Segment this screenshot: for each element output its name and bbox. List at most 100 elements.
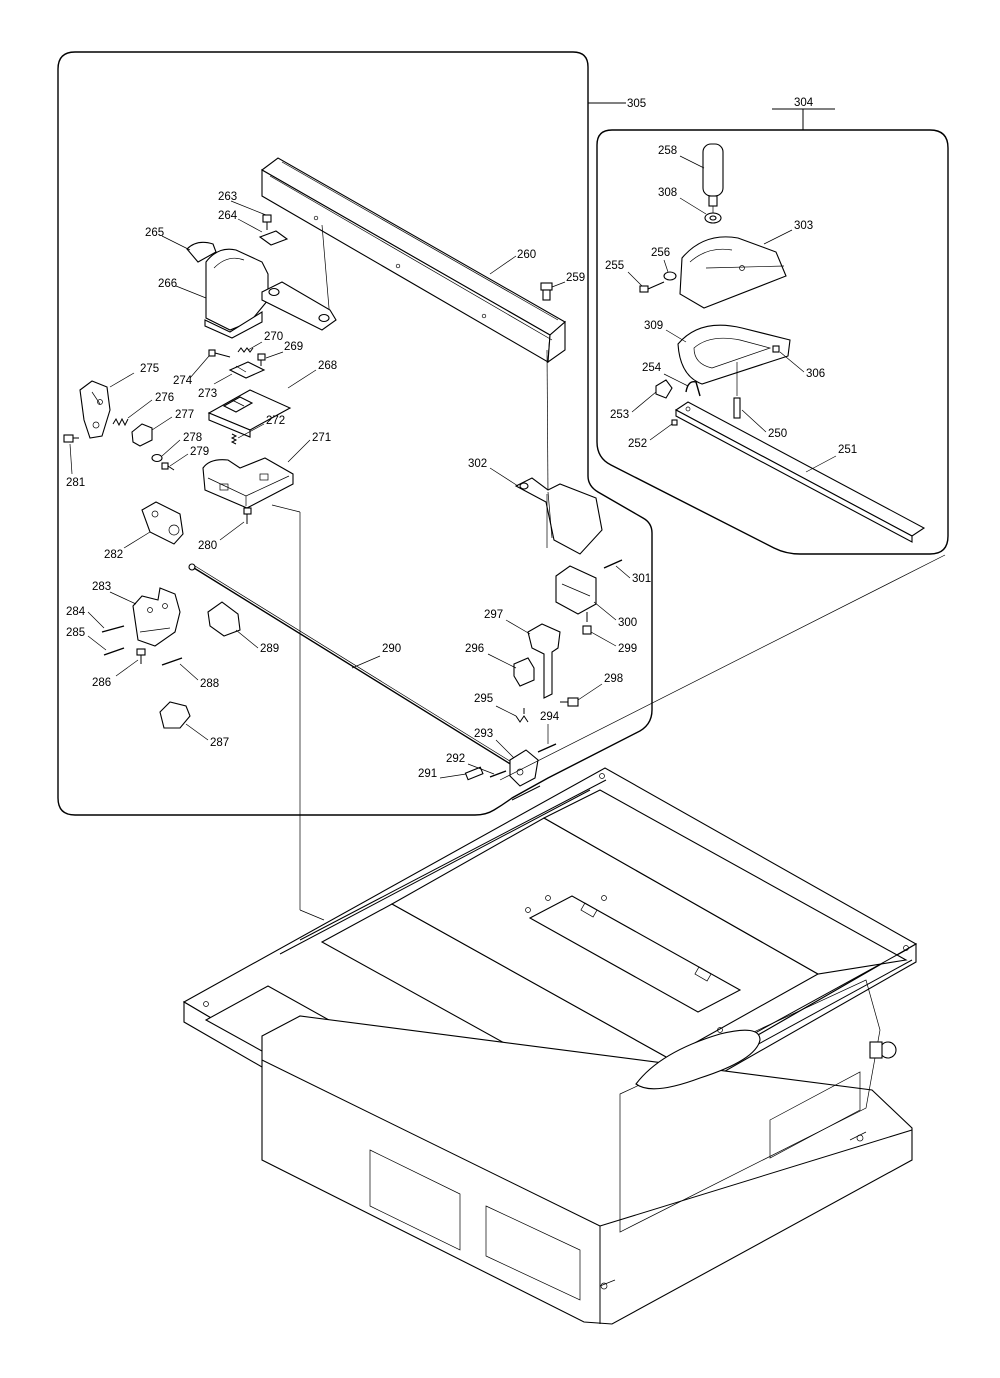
part-label-293: 293 bbox=[474, 728, 493, 740]
knob-296 bbox=[513, 657, 535, 687]
part-label-253: 253 bbox=[610, 409, 629, 421]
part-label-302: 302 bbox=[468, 458, 487, 470]
part-label-288: 288 bbox=[200, 678, 219, 690]
cam-289 bbox=[207, 601, 241, 637]
part-label-303: 303 bbox=[794, 220, 813, 232]
screw-252 bbox=[671, 419, 678, 426]
part-label-271: 271 bbox=[312, 432, 331, 444]
spring-272 bbox=[230, 433, 238, 445]
part-278 bbox=[151, 453, 163, 463]
label-group-assembly-304: 258 308 303 256 255 309 306 254 253 250 … bbox=[605, 145, 857, 473]
screw-269 bbox=[257, 353, 266, 366]
part-label-296: 296 bbox=[465, 643, 484, 655]
bracket-300 bbox=[555, 565, 597, 615]
stop-254 bbox=[685, 381, 701, 397]
part-label-292: 292 bbox=[446, 753, 465, 765]
fence-handle-housing bbox=[204, 248, 337, 339]
part-label-275: 275 bbox=[140, 363, 159, 375]
stop-253 bbox=[655, 379, 673, 399]
fence-clamp-302 bbox=[514, 477, 603, 555]
part-label-283: 283 bbox=[92, 581, 111, 593]
lever-297 bbox=[527, 623, 561, 699]
screw-280 bbox=[243, 507, 252, 524]
miter-bar-251 bbox=[674, 401, 926, 543]
part-label-290: 290 bbox=[382, 643, 401, 655]
miter-body-303 bbox=[679, 236, 787, 309]
plate-264 bbox=[258, 230, 289, 246]
part-label-251: 251 bbox=[838, 444, 857, 456]
part-label-259: 259 bbox=[566, 272, 585, 284]
part-label-260: 260 bbox=[517, 249, 536, 261]
part-label-278: 278 bbox=[183, 432, 202, 444]
part-label-264: 264 bbox=[218, 210, 238, 222]
part-label-291: 291 bbox=[418, 768, 437, 780]
part-label-309: 309 bbox=[644, 320, 663, 332]
rip-fence-rail bbox=[261, 157, 566, 495]
fence-cap-265 bbox=[186, 241, 217, 263]
part-label-266: 266 bbox=[158, 278, 177, 290]
screw-286 bbox=[136, 648, 146, 664]
part-label-300: 300 bbox=[618, 617, 637, 629]
part-label-255: 255 bbox=[605, 260, 624, 272]
spring-270 bbox=[237, 347, 254, 353]
part-label-279: 279 bbox=[190, 446, 209, 458]
miter-plate-309 bbox=[677, 324, 791, 385]
pin-285 bbox=[103, 647, 125, 656]
screw-279 bbox=[161, 462, 175, 471]
pin-294 bbox=[537, 743, 557, 753]
part-label-254: 254 bbox=[642, 362, 662, 374]
fence-slider-268 bbox=[207, 389, 292, 438]
part-label-252: 252 bbox=[628, 438, 647, 450]
part-label-250: 250 bbox=[768, 428, 787, 440]
bolt-281 bbox=[63, 434, 79, 443]
part-label-270: 270 bbox=[264, 331, 283, 343]
part-label-287: 287 bbox=[210, 737, 229, 749]
cam-282 bbox=[141, 501, 184, 545]
part-label-294: 294 bbox=[540, 711, 560, 723]
part-label-263: 263 bbox=[218, 191, 237, 203]
pin-292 bbox=[489, 770, 507, 778]
part-label-272: 272 bbox=[266, 415, 285, 427]
part-label-297: 297 bbox=[484, 609, 503, 621]
assembly-305-outline bbox=[57, 51, 653, 816]
screw-255 bbox=[639, 281, 665, 293]
screw-306 bbox=[772, 345, 780, 353]
clip-287 bbox=[159, 701, 191, 729]
part-label-273: 273 bbox=[198, 388, 217, 400]
part-label-277: 277 bbox=[175, 409, 194, 421]
assembly-label-305: 305 bbox=[627, 98, 646, 110]
pin-284 bbox=[101, 625, 125, 633]
part-label-258: 258 bbox=[658, 145, 677, 157]
bolt-263 bbox=[262, 214, 272, 230]
screw-274 bbox=[208, 349, 231, 358]
part-label-281: 281 bbox=[66, 477, 85, 489]
fence-base-271 bbox=[202, 457, 294, 509]
part-label-289: 289 bbox=[260, 643, 279, 655]
assembly-label-304: 304 bbox=[794, 97, 814, 109]
part-label-285: 285 bbox=[66, 627, 85, 639]
lock-rod-290 bbox=[188, 563, 514, 766]
screw-299 bbox=[582, 612, 592, 635]
part-label-282: 282 bbox=[104, 549, 123, 561]
spring-295 bbox=[515, 708, 529, 723]
part-label-298: 298 bbox=[604, 673, 623, 685]
part-label-299: 299 bbox=[618, 643, 637, 655]
part-label-265: 265 bbox=[145, 227, 164, 239]
label-group-assembly-305: 263 264 265 266 260 259 270 269 274 273 … bbox=[66, 191, 651, 780]
assembly-304-outline bbox=[596, 108, 949, 555]
part-label-280: 280 bbox=[198, 540, 217, 552]
pin-250 bbox=[733, 397, 741, 419]
washer-256 bbox=[663, 271, 677, 281]
table-saw-base bbox=[182, 767, 918, 1325]
bracket-283 bbox=[132, 587, 181, 647]
part-label-274: 274 bbox=[173, 375, 193, 387]
part-label-295: 295 bbox=[474, 693, 493, 705]
lever-277 bbox=[131, 423, 153, 447]
part-label-306: 306 bbox=[806, 368, 825, 380]
pin-288 bbox=[161, 657, 183, 666]
part-label-268: 268 bbox=[318, 360, 337, 372]
pin-291 bbox=[464, 766, 484, 781]
part-label-308: 308 bbox=[658, 187, 677, 199]
part-label-286: 286 bbox=[92, 677, 111, 689]
